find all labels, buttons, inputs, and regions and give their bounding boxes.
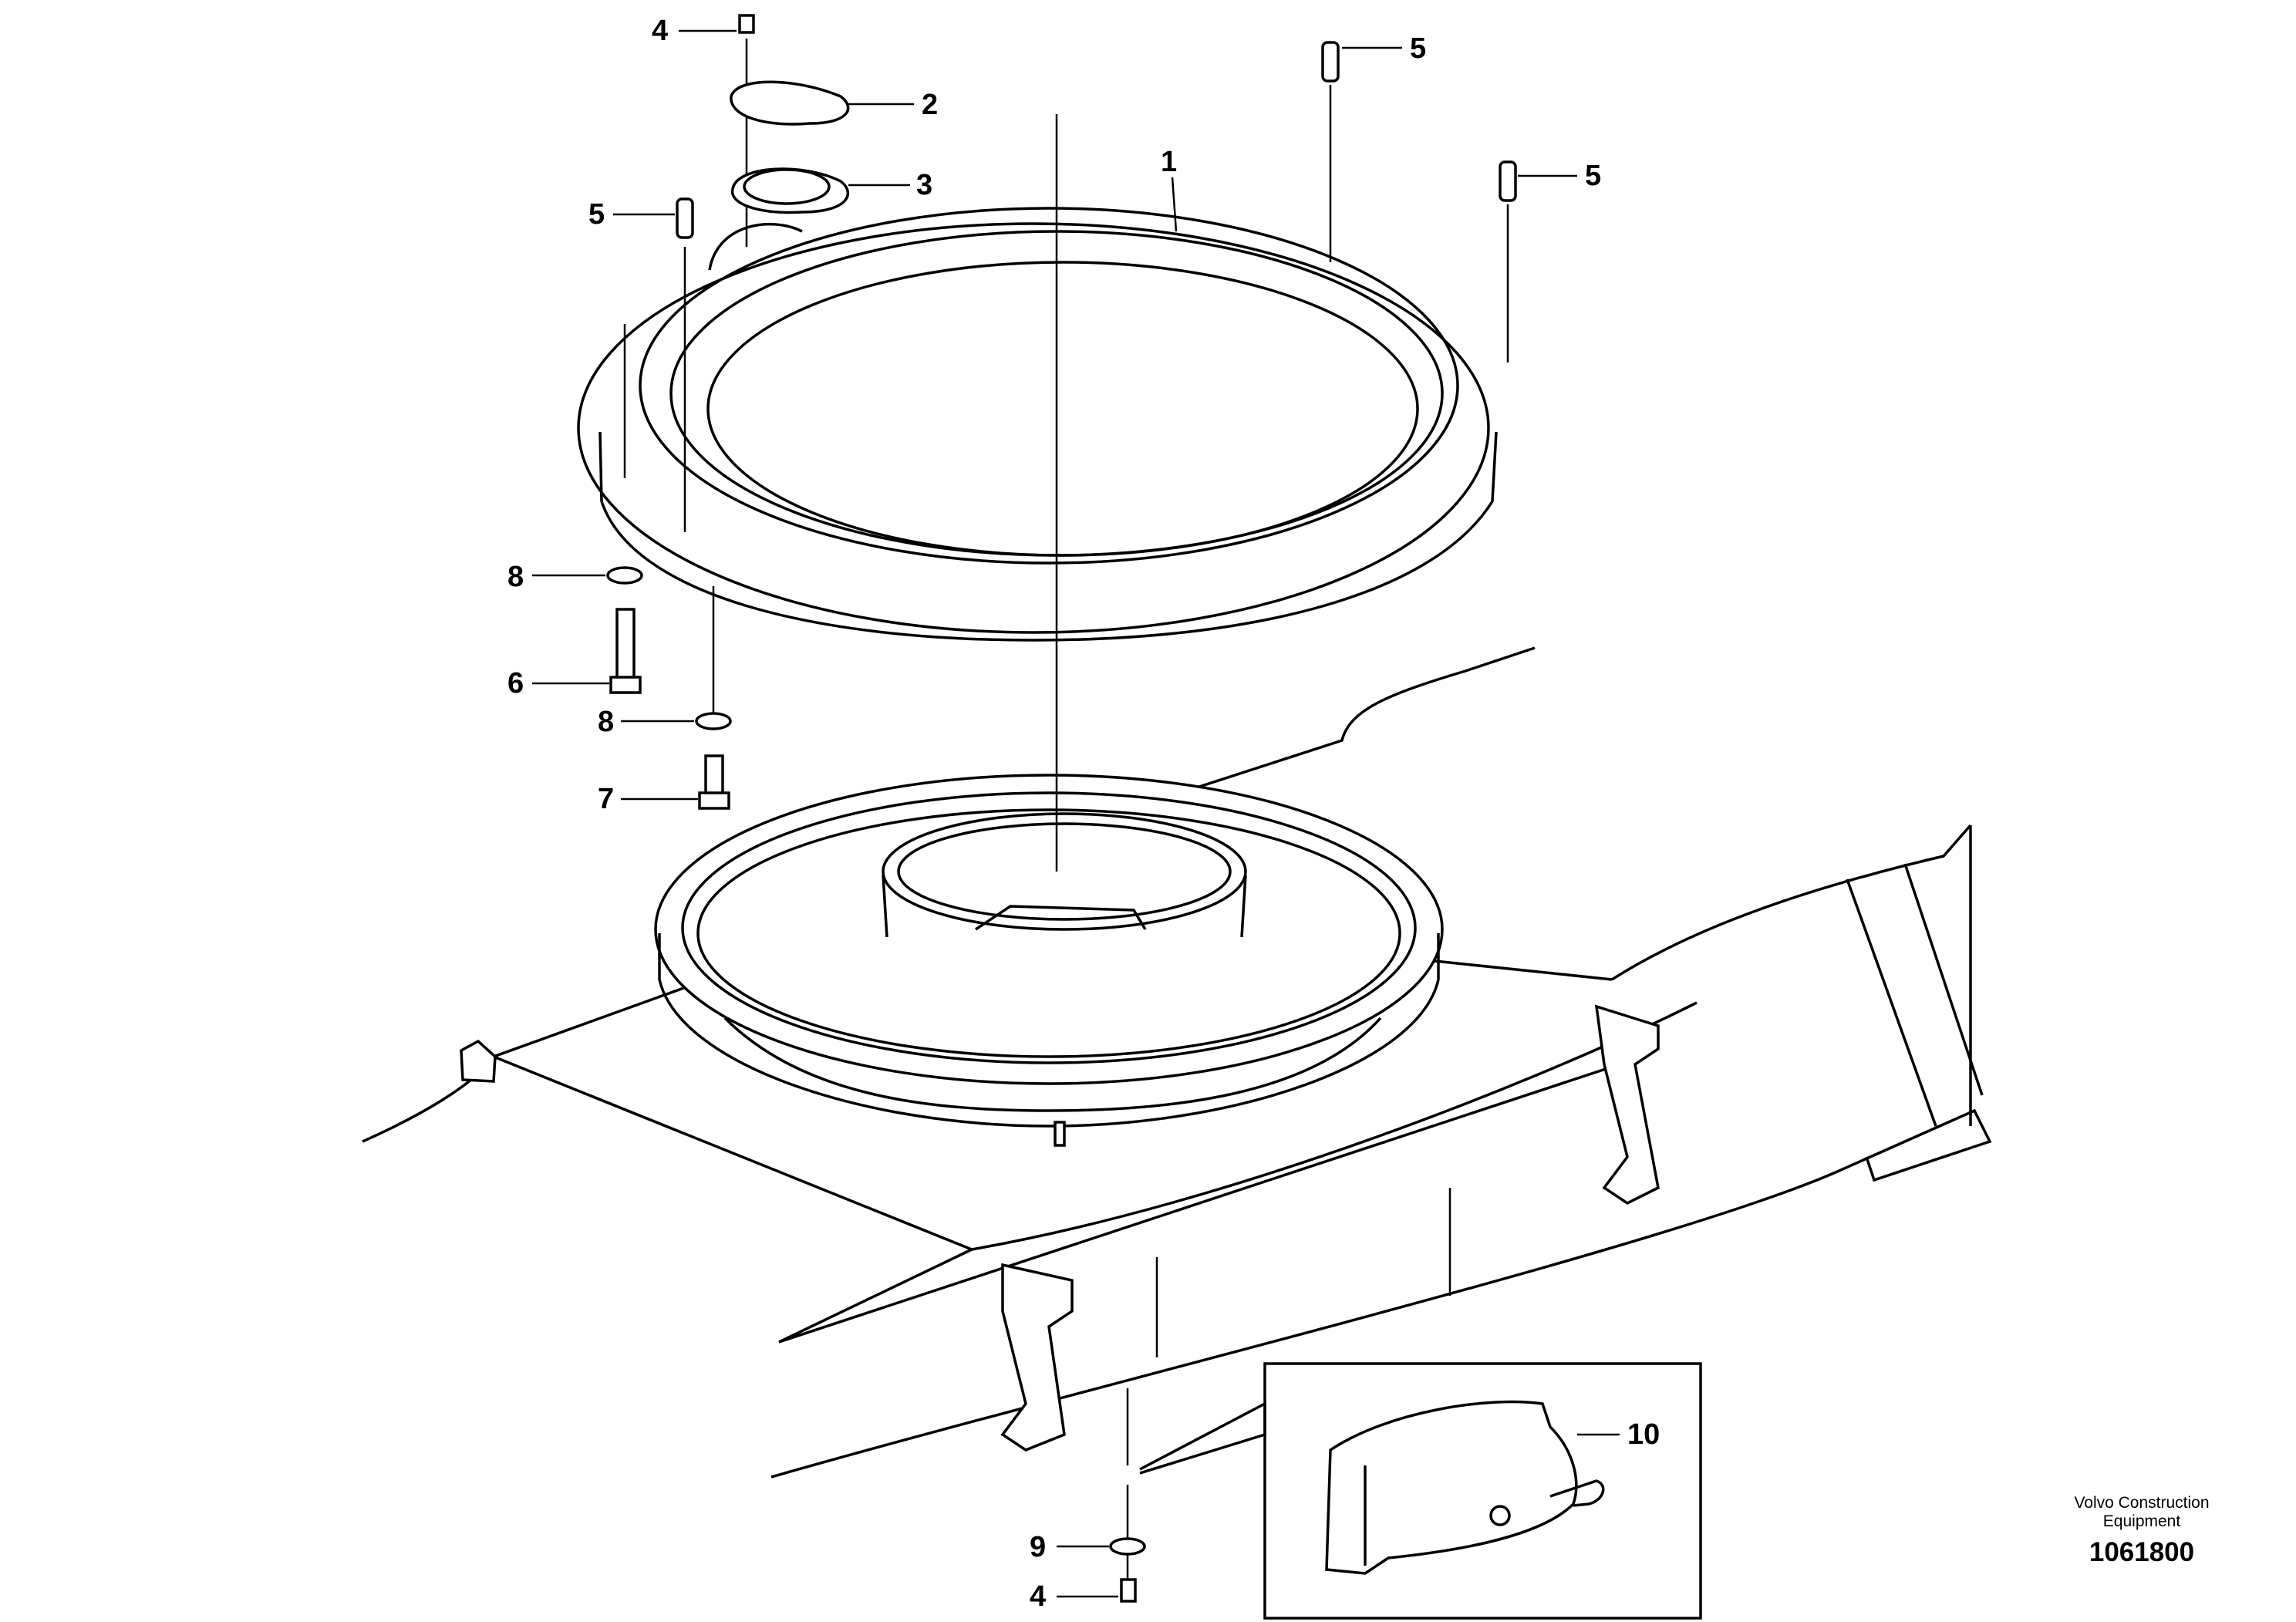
callout-labels: 4 2 3 5 5 5 1 8 6 8 7 9 4 10 <box>507 15 1660 1613</box>
callout-5-top: 5 <box>1410 32 1426 65</box>
callout-3: 3 <box>916 169 932 201</box>
lower-swing-ring <box>654 774 1444 1147</box>
swing-ring-bearing <box>577 207 1498 642</box>
callout-6: 6 <box>507 667 524 700</box>
publisher-block: Volvo Construction Equipment 1061800 <box>2041 1494 2242 1568</box>
assembly-lines <box>623 39 1509 1597</box>
callout-7: 7 <box>598 783 614 815</box>
publisher-name: Volvo Construction Equipment <box>2074 1494 2210 1530</box>
callout-4-top: 4 <box>652 15 668 47</box>
callout-10: 10 <box>1627 1418 1660 1451</box>
callout-4-bottom: 4 <box>1030 1580 1046 1613</box>
callout-5-right: 5 <box>1585 160 1601 192</box>
callout-1: 1 <box>1161 146 1177 178</box>
callout-leaders <box>532 29 1620 1598</box>
callout-8-upper: 8 <box>507 561 524 593</box>
callout-8-lower: 8 <box>598 706 614 738</box>
callout-5-left: 5 <box>588 198 605 231</box>
detail-inset <box>1139 1362 1702 1620</box>
small-parts <box>606 14 1660 1603</box>
callout-2: 2 <box>922 89 938 121</box>
callout-9: 9 <box>1030 1531 1046 1563</box>
drawing-number: 1061800 <box>2089 1537 2195 1567</box>
